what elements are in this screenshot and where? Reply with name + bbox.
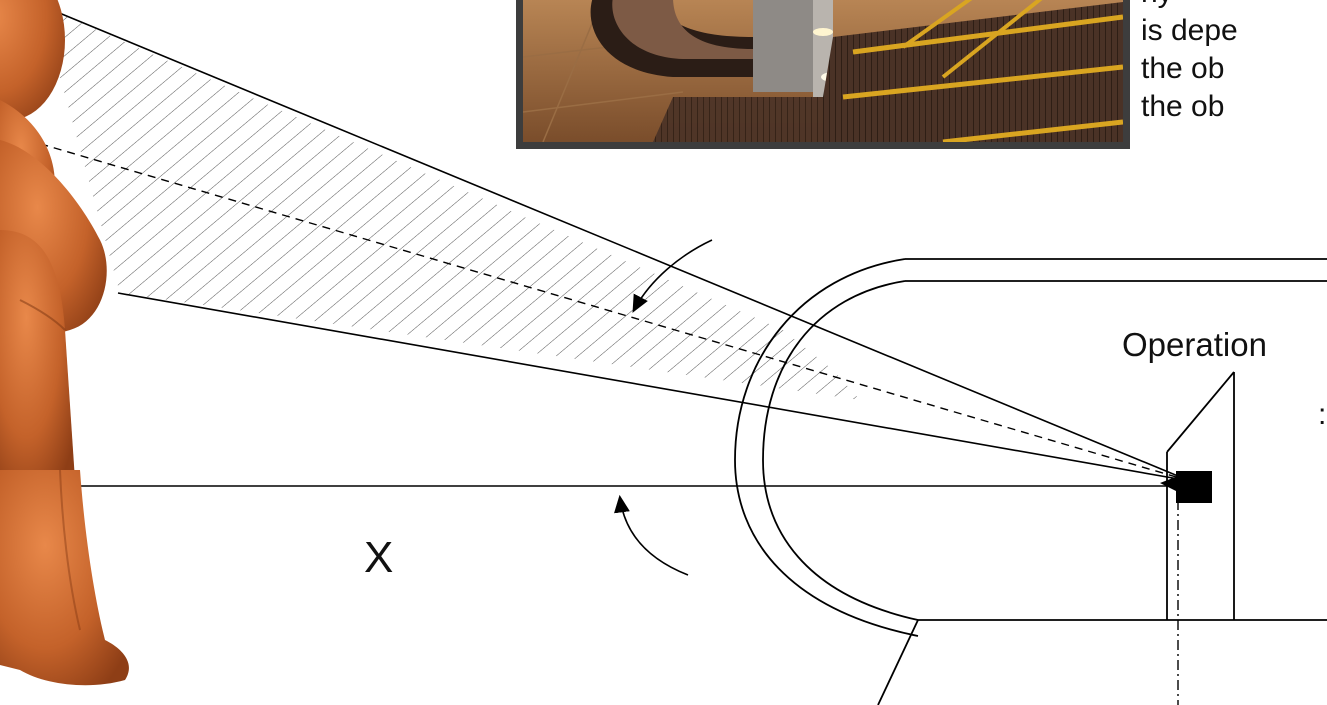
beam-center-line — [0, 131, 1191, 482]
angle-arrow-bottom — [614, 494, 689, 576]
operation-label: Operation — [1122, 326, 1267, 363]
cropped-label: : — [1318, 398, 1327, 431]
person-figure-icon — [0, 0, 129, 686]
sensor-arrow-tip — [1160, 476, 1178, 492]
beam-lower-line — [117, 292, 1191, 482]
escalator-photo-image — [523, 0, 1123, 142]
description-line: the ob — [1141, 90, 1225, 123]
operation-panel — [1166, 371, 1235, 620]
description-text: ny is depe the ob the ob — [1141, 0, 1327, 126]
description-line: is depe — [1141, 14, 1238, 47]
sensor-icon — [1176, 471, 1212, 503]
x-axis-label: X — [364, 533, 394, 582]
detection-zone — [40, 5, 860, 400]
description-line: the ob — [1141, 52, 1225, 85]
description-line: ny — [1141, 0, 1327, 12]
angle-arrow-top — [632, 239, 713, 313]
escalator-outline — [734, 258, 1327, 705]
beam-upper-line — [39, 4, 1191, 482]
escalator-photo — [516, 0, 1130, 149]
